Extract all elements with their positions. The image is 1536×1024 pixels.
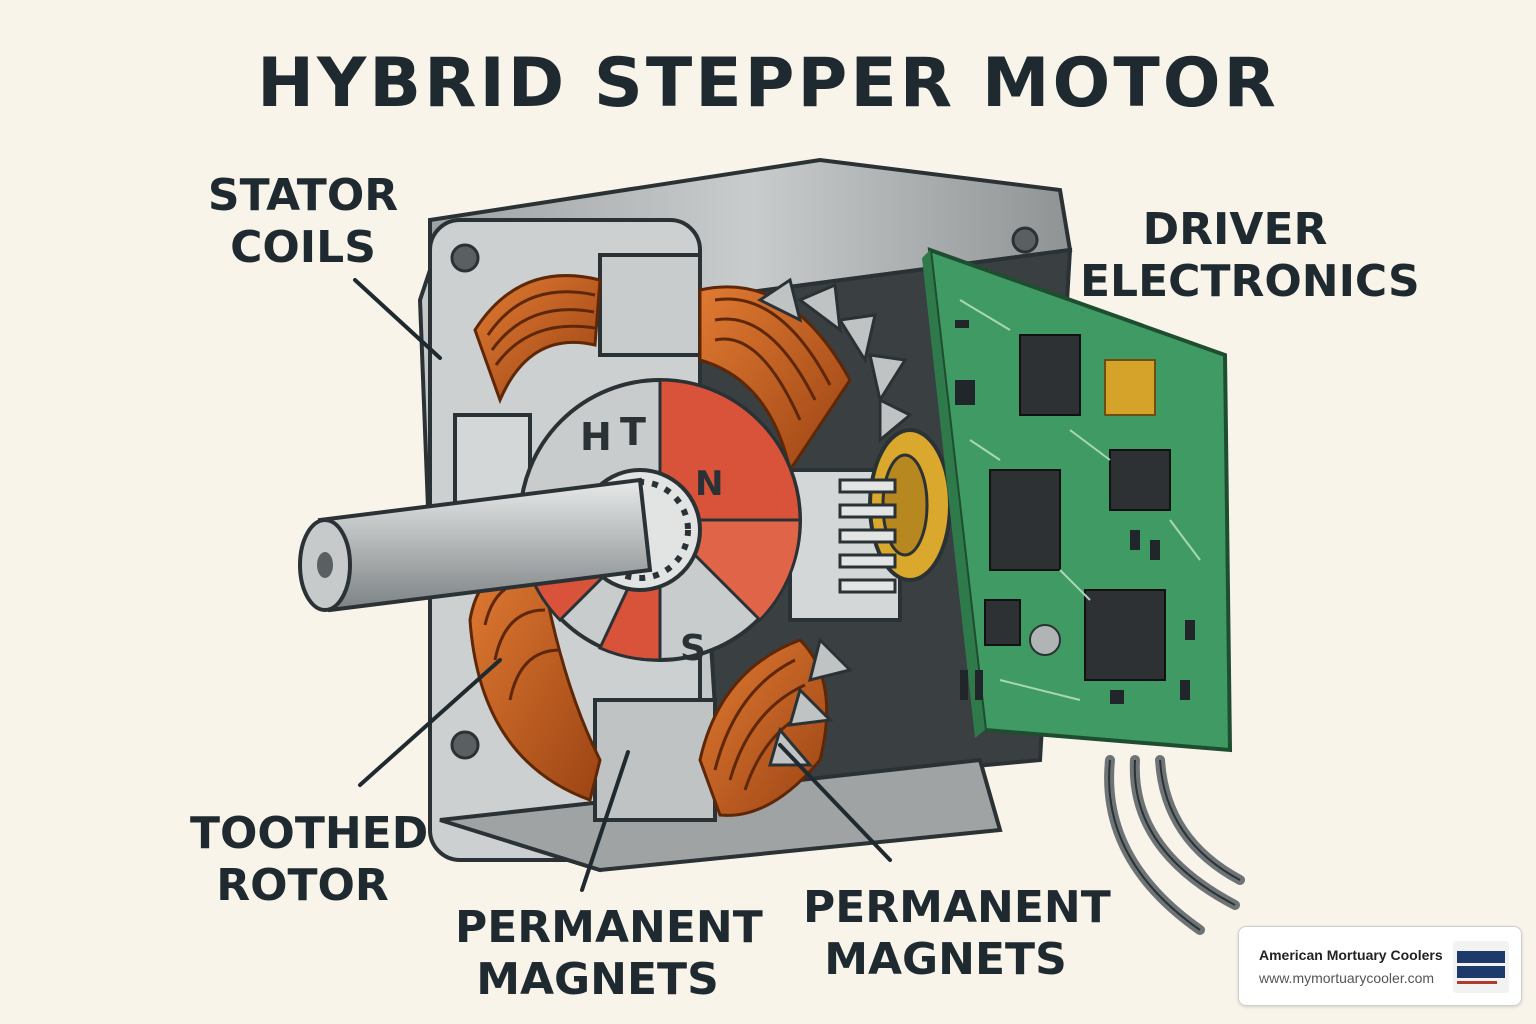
leader-toothed-rotor (358, 658, 502, 787)
rotor-teeth (757, 277, 913, 767)
watermark-logo-icon (1453, 941, 1509, 993)
leader-stator-coils (353, 278, 442, 360)
rotor-mark-t: T (620, 410, 646, 454)
rotor-mark-s: S (680, 628, 706, 669)
rotor-mark-n: N (695, 464, 723, 504)
rotor-mark-h: H (580, 415, 612, 459)
coil-top-right (698, 285, 852, 474)
label-permanent-magnets-1: PERMANENT MAGNETS (455, 902, 763, 1005)
mount-hole-bottom-left-icon (450, 730, 480, 760)
label-toothed-rotor: TOOTHED ROTOR (190, 808, 429, 911)
label-permanent-magnets-2: PERMANENT MAGNETS (803, 882, 1111, 985)
leader-lines (353, 278, 892, 892)
stator-pole-top (598, 253, 702, 357)
leader-permanent-magnets-2 (778, 743, 892, 862)
watermark-url: www.mymortuarycooler.com (1259, 970, 1435, 986)
coil-bottom-right (698, 638, 829, 817)
stator-pole-bottom (593, 698, 717, 822)
shaft (298, 477, 653, 613)
mount-hole-top-left-icon (450, 243, 480, 273)
mount-hole-top-right-icon (1011, 226, 1039, 254)
coil-top-left (473, 274, 602, 405)
watermark-badge: American Mortuary Coolers www.mymortuary… (1238, 926, 1522, 1006)
driver-pcb (922, 247, 1233, 753)
watermark-name: American Mortuary Coolers (1259, 947, 1443, 963)
leader-permanent-magnets-1 (580, 750, 630, 892)
heatsink-fins (838, 478, 897, 594)
label-stator-coils: STATOR COILS (207, 170, 399, 273)
diagram-title: HYBRID STEPPER MOTOR (257, 44, 1279, 123)
label-driver-electronics: DRIVER ELECTRONICS (1080, 204, 1420, 307)
driver-wires (1104, 755, 1245, 935)
